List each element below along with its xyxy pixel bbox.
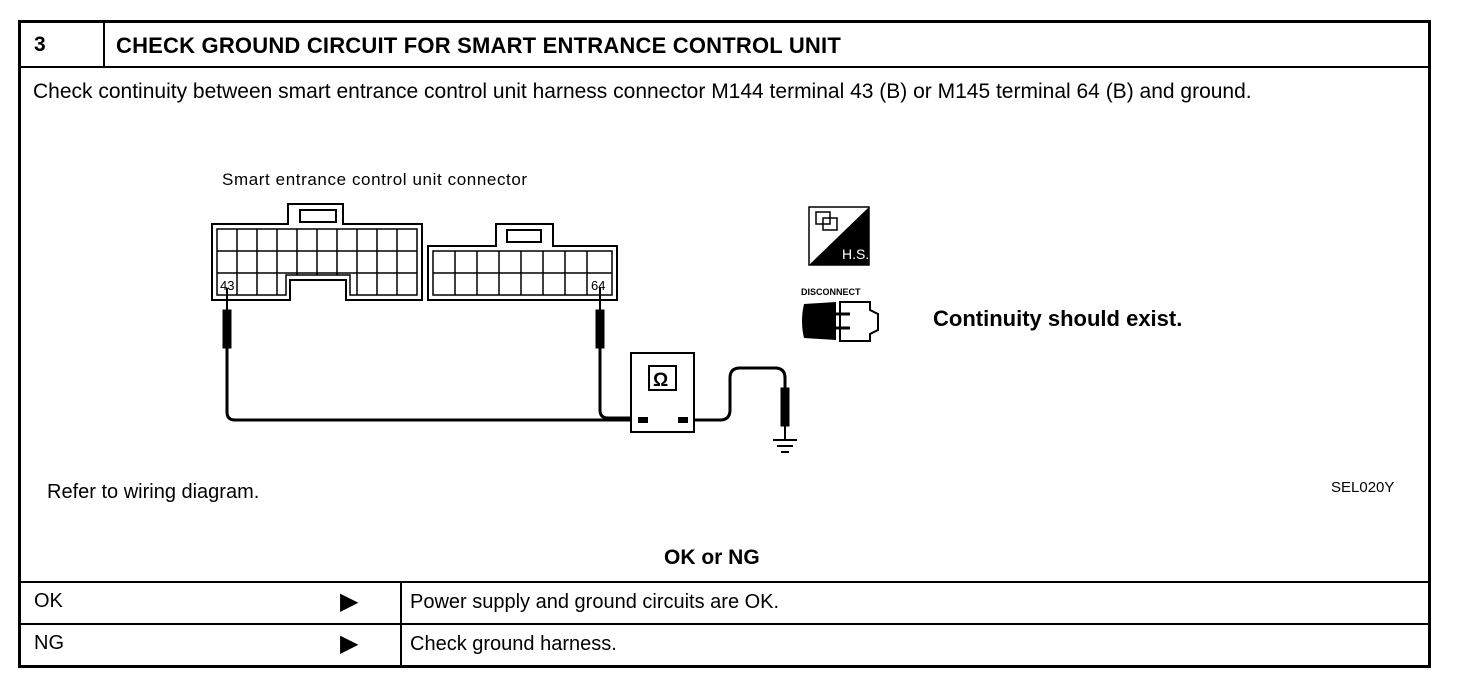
decision-top-divider (18, 581, 1431, 583)
ground-icon (773, 439, 797, 453)
expected-result: Continuity should exist. (933, 306, 1183, 331)
decision-ok-action: Power supply and ground circuits are OK. (410, 591, 780, 613)
decision-row-divider (18, 623, 1431, 625)
connector-label: Smart entrance control unit connector (222, 170, 528, 189)
header-number-divider (103, 20, 105, 67)
decision-ng-arrow-icon: ▶ (340, 630, 359, 657)
disconnect-label: DISCONNECT (801, 287, 861, 297)
terminal-43-label: 43 (220, 278, 234, 293)
connector-m145 (427, 223, 618, 301)
ohmmeter-icon: Ω (630, 352, 695, 433)
terminal-64-label: 64 (591, 278, 605, 293)
decision-ng-action: Check ground harness. (410, 633, 617, 655)
inspection-step-frame (18, 20, 1431, 668)
decision-ok-arrow-icon: ▶ (340, 588, 359, 615)
step-title: CHECK GROUND CIRCUIT FOR SMART ENTRANCE … (116, 33, 841, 58)
decision-ng-label: NG (34, 632, 64, 654)
ohm-symbol: Ω (653, 370, 668, 391)
step-instruction: Check continuity between smart entrance … (33, 80, 1252, 103)
decision-column-divider (400, 581, 402, 668)
test-leads (222, 288, 790, 440)
decision-ok-label: OK (34, 590, 63, 612)
disconnect-icon: DISCONNECT (801, 287, 879, 342)
connector-m144 (211, 203, 423, 301)
figure-code: SEL020Y (1331, 479, 1395, 496)
harness-side-icon: H.S. (808, 206, 870, 266)
step-number: 3 (34, 33, 46, 56)
decision-heading: OK or NG (664, 546, 760, 569)
hs-icon-text: H.S. (842, 246, 869, 262)
header-divider (18, 66, 1431, 68)
reference-note: Refer to wiring diagram. (47, 481, 260, 503)
